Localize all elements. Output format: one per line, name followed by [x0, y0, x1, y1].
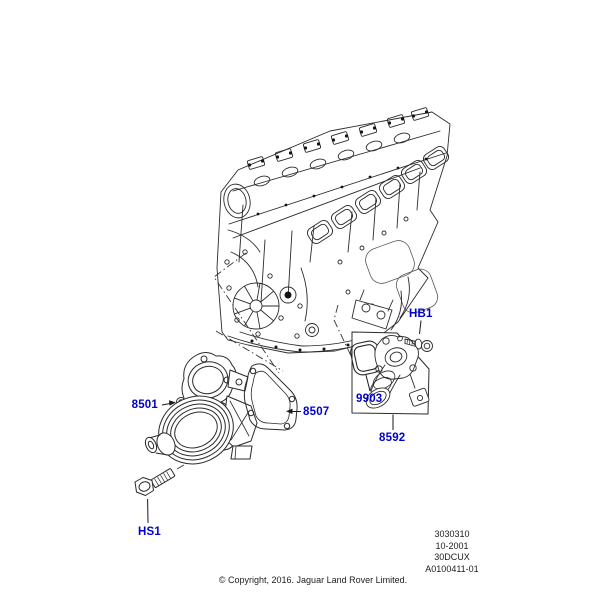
- callout-8592-thermostat-housing[interactable]: 8592: [379, 432, 406, 444]
- reference-block: 3030310 10-2001 30DCUX A0100411-01: [404, 529, 500, 575]
- thermostat-bolt-illustration: [404, 338, 433, 352]
- water-pump-illustration: [144, 352, 258, 465]
- reference-illustration-id: A0100411-01: [425, 563, 479, 574]
- callout-hs1-bolt[interactable]: HS1: [138, 526, 161, 538]
- callout-hb1-bolt[interactable]: HB1: [409, 308, 433, 320]
- leader-lines: [147, 320, 422, 524]
- pump-bolt-illustration: [134, 468, 176, 496]
- callout-8501-water-pump[interactable]: 8501: [131, 399, 158, 411]
- reference-drawing-number: 3030310: [434, 529, 470, 539]
- callout-9903-thermostat-gasket[interactable]: 9903: [356, 393, 383, 405]
- water-pump-gasket-illustration: [243, 363, 298, 431]
- reference-engine-code: 30DCUX: [434, 552, 470, 562]
- thermostat-housing-illustration: [365, 334, 430, 409]
- callout-8507-pump-gasket[interactable]: 8507: [303, 406, 330, 418]
- copyright-text: © Copyright, 2016. Jaguar Land Rover Lim…: [218, 575, 408, 585]
- engine-block-illustration: [216, 107, 451, 354]
- reference-date: 10-2001: [435, 540, 469, 551]
